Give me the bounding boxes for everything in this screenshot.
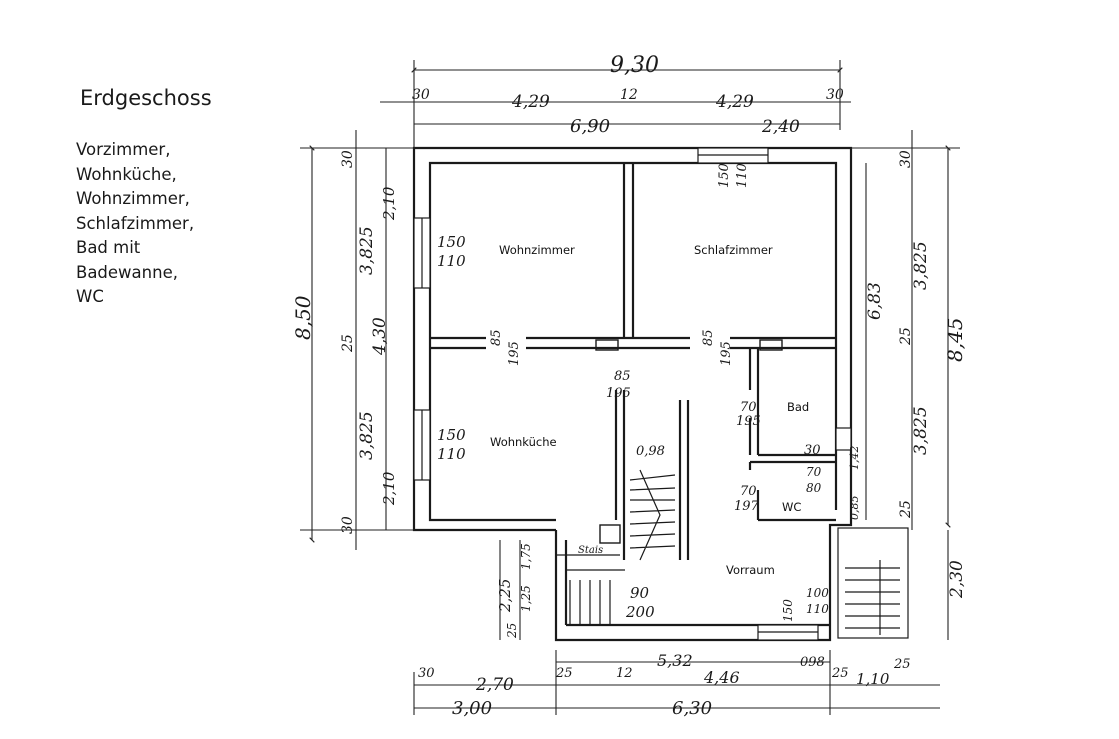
dim-label: 4,29 <box>715 92 754 112</box>
dim-label: 110 <box>735 163 750 188</box>
room-label-stair: Stais <box>578 545 603 556</box>
dim-label: 4,29 <box>511 92 550 112</box>
dim-label: 4,30 <box>370 317 390 356</box>
dim-label: 25 <box>893 657 911 672</box>
dim-label: 30 <box>340 516 356 534</box>
dim-label: 70 <box>806 465 822 479</box>
dim-label: 30 <box>412 87 430 103</box>
dim-label: 2,40 <box>761 117 800 137</box>
room-label-bad: Bad <box>787 400 809 414</box>
room-list-item: Badewanne, <box>76 262 178 282</box>
dim-label: 195 <box>507 341 522 366</box>
dim-label: 8,45 <box>943 317 967 362</box>
dim-label: 150 <box>437 233 466 251</box>
dim-label: 195 <box>606 386 631 401</box>
chimneys <box>595 339 783 544</box>
room-labels: Wohnzimmer Schlafzimmer Wohnküche Bad WC… <box>490 243 809 577</box>
dim-label: 70 <box>740 400 757 415</box>
dim-label: 12 <box>620 87 638 103</box>
dim-label: 3,825 <box>911 406 931 455</box>
dim-label: 2,70 <box>475 675 514 695</box>
dim-label: 25 <box>898 500 914 519</box>
dim-label: 3,825 <box>357 226 377 275</box>
room-list-item: Wohnzimmer, <box>76 189 190 208</box>
dim-label: 3,00 <box>452 698 492 719</box>
dim-label: 25 <box>555 666 573 681</box>
dim-label: 195 <box>736 414 761 429</box>
dim-label: 85 <box>614 369 631 384</box>
stairs <box>555 469 909 640</box>
dim-label: 80 <box>806 481 822 495</box>
room-label-wohnzimmer: Wohnzimmer <box>499 243 575 257</box>
dim-label: 100 <box>806 586 829 600</box>
walls <box>412 146 853 642</box>
room-list-item: WC <box>76 287 104 306</box>
dim-label: 2,30 <box>947 560 967 599</box>
dim-label: 85 <box>489 329 504 346</box>
dim-label: 12 <box>616 666 633 681</box>
dim-label: 30 <box>826 87 844 103</box>
dim-label: 25 <box>831 666 849 681</box>
dim-label: 70 <box>740 484 757 499</box>
dim-label: 85 <box>701 329 716 346</box>
dim-label: 1,25 <box>519 585 533 612</box>
dim-label: 1,10 <box>856 670 890 688</box>
dim-top-total: 9,30 <box>610 53 659 78</box>
dim-label: 200 <box>625 603 655 621</box>
dim-label: 4,46 <box>703 668 740 687</box>
room-label-vorraum: Vorraum <box>726 563 775 577</box>
dim-label: 150 <box>717 163 732 188</box>
dim-label: 8,50 <box>291 295 315 340</box>
dim-label: 1,75 <box>519 543 533 570</box>
dim-label: 25 <box>340 334 356 353</box>
room-list-item: Bad mit <box>76 238 141 257</box>
windows <box>413 147 852 641</box>
dim-label: 098 <box>800 655 825 670</box>
dim-label: 25 <box>505 623 519 639</box>
dim-label: 2,10 <box>380 186 398 221</box>
dim-label: 197 <box>734 499 760 514</box>
dim-label: 30 <box>340 150 356 168</box>
dim-label: 5,32 <box>657 651 693 670</box>
dim-label: 0,85 <box>848 496 861 521</box>
dim-label: 25 <box>898 327 914 346</box>
dim-label: 110 <box>437 252 466 270</box>
dim-label: 6,30 <box>672 698 712 719</box>
room-list: Vorzimmer, Wohnküche, Wohnzimmer, Schlaf… <box>76 138 194 310</box>
room-label-wc: WC <box>782 500 801 514</box>
dim-label: 90 <box>630 584 650 602</box>
dim-label: 2,10 <box>380 471 398 506</box>
dim-label: 150 <box>781 599 795 622</box>
room-list-item: Vorzimmer, <box>76 140 171 159</box>
dim-label: 150 <box>437 426 466 444</box>
page-title: Erdgeschoss <box>80 86 212 110</box>
dim-label: 0,98 <box>636 444 665 459</box>
room-list-item: Wohnküche, <box>76 164 177 184</box>
dim-label: 110 <box>806 602 829 616</box>
room-label-wohnkueche: Wohnküche <box>490 435 557 449</box>
dim-label: 110 <box>437 445 466 463</box>
dim-label: 30 <box>898 150 914 168</box>
dim-label: 3,825 <box>911 241 931 290</box>
dim-label: 30 <box>804 443 821 458</box>
dimension-lines <box>300 60 960 715</box>
dim-label: 6,90 <box>570 116 610 137</box>
dim-label: 1,42 <box>848 446 861 471</box>
dim-label: 6,83 <box>865 282 885 320</box>
room-list-item: Schlafzimmer, <box>76 213 195 233</box>
dim-label: 30 <box>418 666 435 681</box>
dim-label: 3,825 <box>357 411 377 460</box>
dim-label: 2,25 <box>496 579 514 613</box>
room-label-schlafzimmer: Schlafzimmer <box>694 243 773 257</box>
dim-label: 195 <box>719 341 734 366</box>
dimension-labels: 9,30 30 4,29 12 4,29 30 6,90 2,40 8,50 4… <box>291 53 967 719</box>
